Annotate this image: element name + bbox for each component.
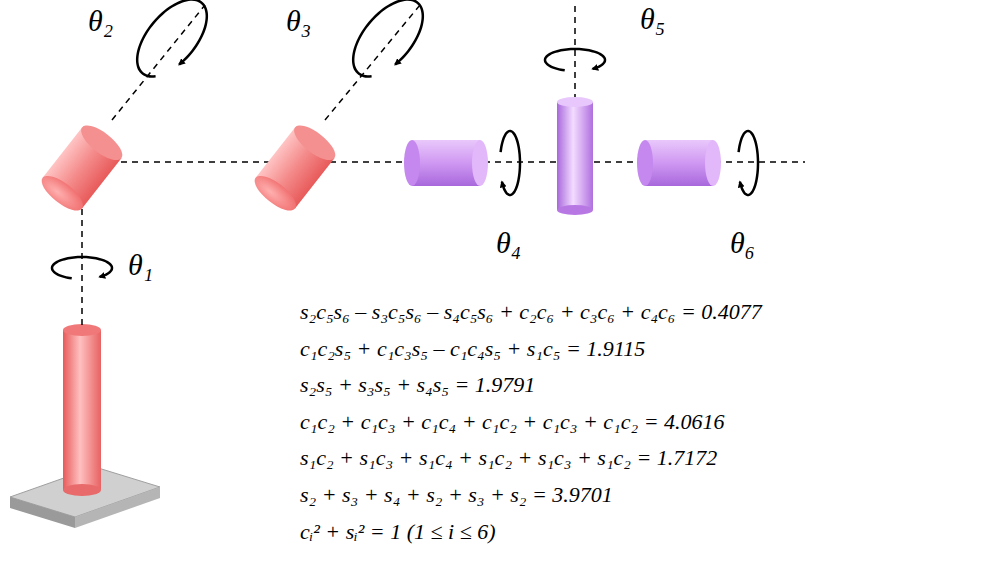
joint-angle-label: θ₂ [88,4,113,37]
joint-angle-label: θ₄ [496,226,521,259]
equation-text: s₂s₅ + s₃s₅ + s₄s₅ = 1.9791 [300,373,535,397]
joint-angle-label: θ₃ [286,4,311,37]
joint-5-cylinder [557,97,593,215]
rotation-arrow [52,257,112,278]
equation-text: s₂ + s₃ + s₄ + s₂ + s₃ + s₂ = 3.9701 [300,483,613,507]
joint-4-cylinder [404,140,488,186]
rotation-arrow [137,0,207,76]
equation-text: c₁c₂ + c₁c₃ + c₁c₄ + c₁c₂ + c₁c₃ + c₁c₂ … [300,410,725,434]
rotation-arrow [353,0,423,76]
equation-text: s₂c₅s₆ – s₃c₅s₆ – s₄c₅s₆ + c₂c₆ + c₃c₆ +… [300,300,762,324]
equation-text: cᵢ² + sᵢ² = 1 (1 ≤ i ≤ 6) [300,520,496,544]
rotation-arrow [501,131,520,195]
rotation-arrow [739,131,758,195]
joint-angle-label: θ₅ [640,2,665,35]
joint-angle-label: θ₆ [730,226,755,259]
equation-text: c₁c₂s₅ + c₁c₃s₅ – c₁c₄s₅ + s₁c₅ = 1.9115 [300,337,645,361]
joint-2-cylinder [36,120,127,217]
rotation-arrow [545,49,605,70]
joint-6-cylinder [637,140,721,186]
equation-text: s₁c₂ + s₁c₃ + s₁c₄ + s₁c₂ + s₁c₃ + s₁c₂ … [300,446,717,470]
joint-3-cylinder [249,120,340,217]
joint-angle-label: θ₁ [128,248,153,281]
base-cylinder [63,324,101,496]
